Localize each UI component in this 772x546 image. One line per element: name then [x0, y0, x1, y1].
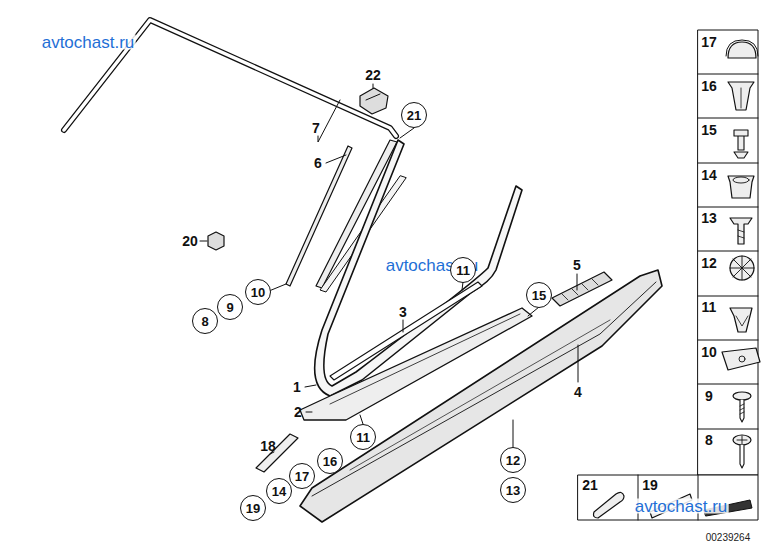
callout-number: 12 [506, 453, 520, 468]
callout-number: 13 [506, 483, 520, 498]
callout-number: 10 [701, 345, 717, 360]
callout-circle: 16 [317, 448, 343, 474]
callout-number: 13 [701, 211, 717, 226]
callout-number: 8 [705, 433, 713, 448]
callout-number: 16 [701, 79, 717, 94]
callout-circle: 12 [500, 447, 526, 473]
callout-number: 11 [456, 263, 470, 278]
callout-number: 14 [701, 168, 717, 183]
callout-number: 16 [323, 454, 337, 469]
callout-circle: 8 [192, 308, 218, 334]
callout-number: 9 [705, 389, 713, 404]
callout-circle: 11 [450, 257, 476, 283]
callout-number: 19 [642, 478, 658, 493]
callout-number: 5 [573, 258, 581, 273]
callout-number: 6 [314, 156, 322, 171]
callout-number: 3 [399, 305, 407, 320]
watermark: avtochast.ru [41, 35, 136, 50]
callout-number: 15 [532, 288, 546, 303]
callout-number: 9 [226, 300, 233, 315]
callout-number: 10 [251, 285, 265, 300]
callout-number: 8 [201, 314, 208, 329]
callout-number: 2 [294, 405, 302, 420]
callout-number: 21 [407, 108, 421, 123]
callout-circle: 11 [350, 424, 376, 450]
callout-number: 11 [702, 300, 717, 315]
callout-circle: 19 [240, 495, 266, 521]
drawing-number: 00239264 [706, 530, 751, 545]
callout-circle: 17 [289, 463, 315, 489]
callout-number: 14 [272, 484, 286, 499]
callout-circle: 15 [526, 282, 552, 308]
callout-circle: 9 [217, 294, 243, 320]
callout-number: 17 [701, 35, 717, 50]
callout-number: 15 [701, 123, 717, 138]
callout-number: 20 [182, 234, 198, 249]
callout-number: 7 [312, 121, 320, 136]
callout-circle: 10 [245, 279, 271, 305]
callout-number: 22 [365, 68, 381, 83]
callout-number: 17 [295, 469, 309, 484]
callout-number: 11 [356, 430, 370, 445]
callout-circle: 13 [500, 477, 526, 503]
callout-number: 21 [582, 478, 598, 493]
callout-circle: 21 [401, 102, 427, 128]
callout-number: 19 [246, 501, 260, 516]
callout-number: 12 [701, 256, 717, 271]
callout-number: 18 [260, 439, 276, 454]
callout-circle: 14 [266, 478, 292, 504]
watermark: avtochast.ru [634, 499, 729, 514]
callout-number: 1 [293, 380, 301, 395]
callout-number: 4 [574, 385, 582, 400]
